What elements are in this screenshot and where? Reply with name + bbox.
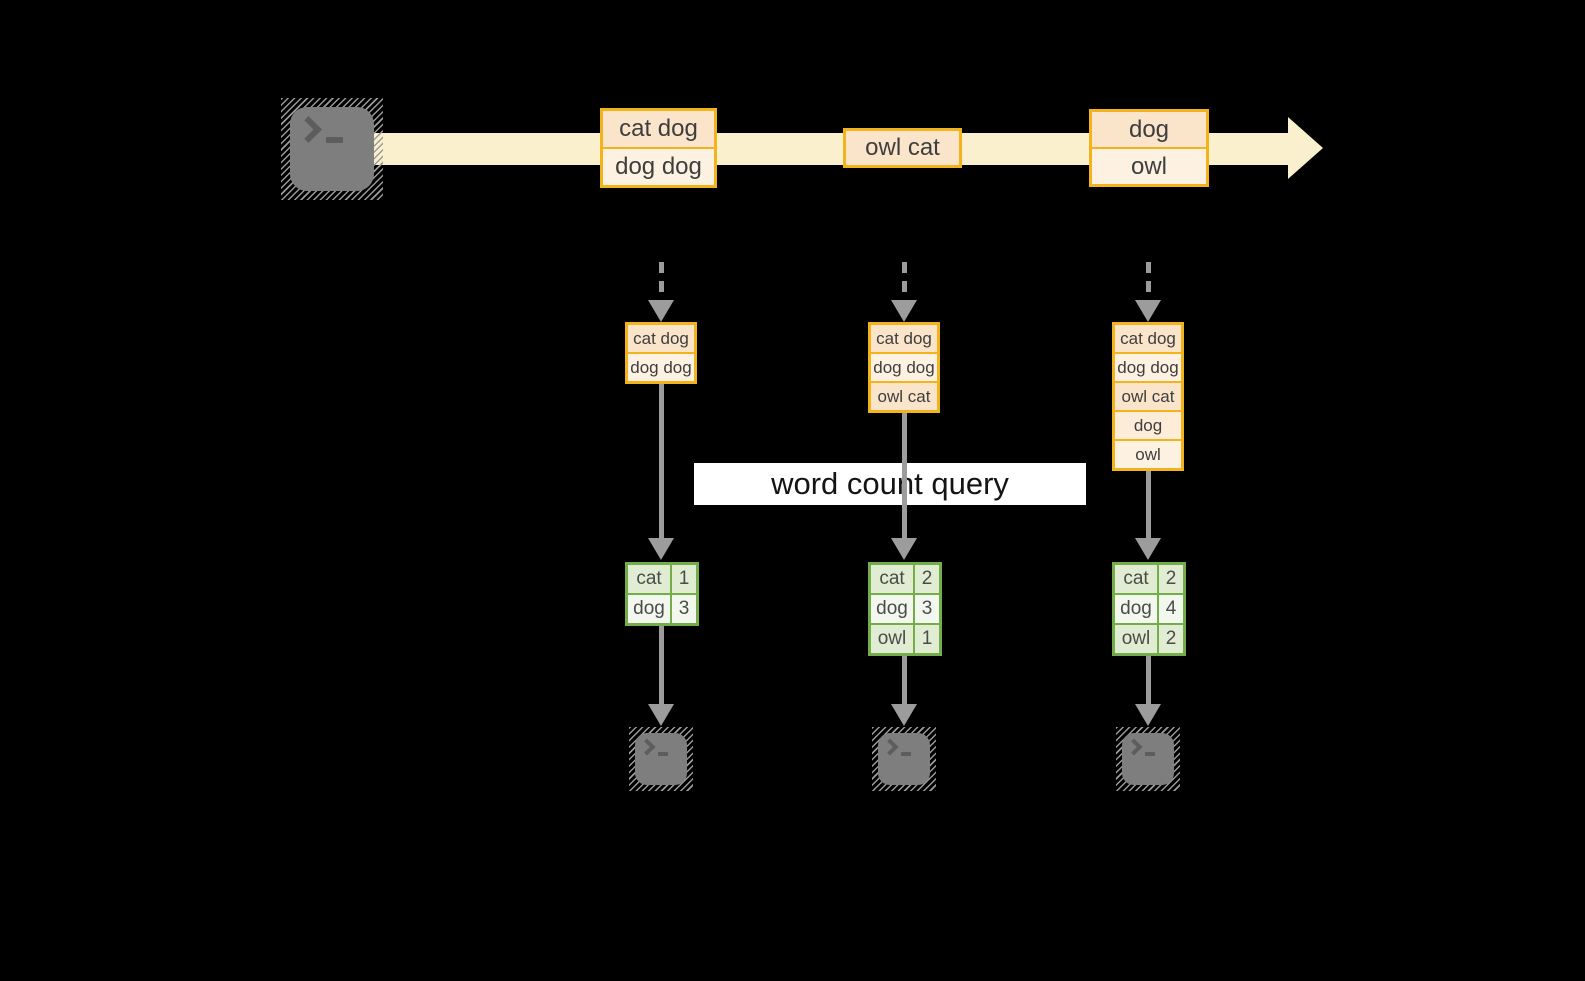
record-cell: dog dog xyxy=(1115,352,1181,381)
sink-terminal-icon xyxy=(1116,727,1180,791)
record-cell: dog dog xyxy=(603,147,714,185)
down-arrow-icon xyxy=(891,538,917,560)
down-arrow-icon xyxy=(1135,704,1161,726)
word-cell: dog xyxy=(628,595,670,623)
count-cell: 1 xyxy=(915,625,939,653)
word-cell: cat xyxy=(1115,565,1157,593)
record-cell: cat dog xyxy=(871,325,937,352)
down-arrow-icon xyxy=(891,300,917,322)
record-cell: cat dog xyxy=(1115,325,1181,352)
word-cell: dog xyxy=(871,595,913,623)
down-arrow-dashed xyxy=(902,262,907,302)
down-arrow-shaft xyxy=(902,656,907,706)
count-cell: 2 xyxy=(1159,625,1183,653)
buffer-box: cat dog dog dog owl cat xyxy=(868,322,940,413)
count-cell: 3 xyxy=(672,595,696,623)
terminal-prompt-chevron-icon xyxy=(638,738,656,756)
record-cell: owl cat xyxy=(846,131,959,165)
down-arrow-shaft xyxy=(902,413,907,540)
sink-terminal-icon xyxy=(629,727,693,791)
down-arrow-icon xyxy=(891,704,917,726)
down-arrow-dashed xyxy=(659,262,664,302)
terminal-prompt-chevron-icon xyxy=(881,738,899,756)
record-cell: owl cat xyxy=(1115,381,1181,410)
counts-table: cat 2 dog 3 owl 1 xyxy=(868,562,942,656)
count-cell: 2 xyxy=(1159,565,1183,593)
terminal-body xyxy=(878,733,930,785)
down-arrow-shaft xyxy=(1146,471,1151,540)
buffer-box: cat dog dog dog owl cat dog owl xyxy=(1112,322,1184,471)
record-cell: dog xyxy=(1092,112,1206,147)
stream-arrowhead-icon xyxy=(1288,117,1323,179)
word-cell: dog xyxy=(1115,595,1157,623)
record-cell: cat dog xyxy=(628,325,694,352)
count-cell: 2 xyxy=(915,565,939,593)
record-cell: cat dog xyxy=(603,111,714,147)
terminal-prompt-underscore-icon xyxy=(901,752,911,756)
word-cell: cat xyxy=(871,565,913,593)
word-cell: owl xyxy=(871,625,913,653)
down-arrow-shaft xyxy=(659,384,664,540)
stream-batch-box: owl cat xyxy=(843,128,962,168)
record-cell: owl xyxy=(1092,147,1206,184)
sink-terminal-icon xyxy=(872,727,936,791)
terminal-prompt-underscore-icon xyxy=(326,137,343,143)
terminal-body xyxy=(290,107,374,191)
down-arrow-icon xyxy=(1135,300,1161,322)
down-arrow-shaft xyxy=(1146,656,1151,706)
word-cell: owl xyxy=(1115,625,1157,653)
terminal-prompt-underscore-icon xyxy=(1145,752,1155,756)
count-cell: 3 xyxy=(915,595,939,623)
terminal-body xyxy=(635,733,687,785)
down-arrow-shaft xyxy=(659,626,664,706)
terminal-prompt-chevron-icon xyxy=(1125,738,1143,756)
record-cell: dog dog xyxy=(871,352,937,381)
down-arrow-dashed xyxy=(1146,262,1151,302)
record-cell: owl cat xyxy=(871,381,937,410)
count-cell: 1 xyxy=(672,565,696,593)
count-cell: 4 xyxy=(1159,595,1183,623)
down-arrow-icon xyxy=(1135,538,1161,560)
down-arrow-icon xyxy=(648,538,674,560)
buffer-box: cat dog dog dog xyxy=(625,322,697,384)
counts-table: cat 1 dog 3 xyxy=(625,562,699,626)
terminal-prompt-underscore-icon xyxy=(658,752,668,756)
source-terminal-icon xyxy=(281,98,383,200)
terminal-body xyxy=(1122,733,1174,785)
word-cell: cat xyxy=(628,565,670,593)
word-count-query-label: word count query xyxy=(694,463,1086,505)
stream-batch-box: cat dog dog dog xyxy=(600,108,717,188)
counts-table: cat 2 dog 4 owl 2 xyxy=(1112,562,1186,656)
record-cell: owl xyxy=(1115,439,1181,468)
terminal-prompt-chevron-icon xyxy=(295,116,322,143)
down-arrow-icon xyxy=(648,704,674,726)
stream-batch-box: dog owl xyxy=(1089,109,1209,187)
record-cell: dog xyxy=(1115,410,1181,439)
record-cell: dog dog xyxy=(628,352,694,381)
down-arrow-icon xyxy=(648,300,674,322)
